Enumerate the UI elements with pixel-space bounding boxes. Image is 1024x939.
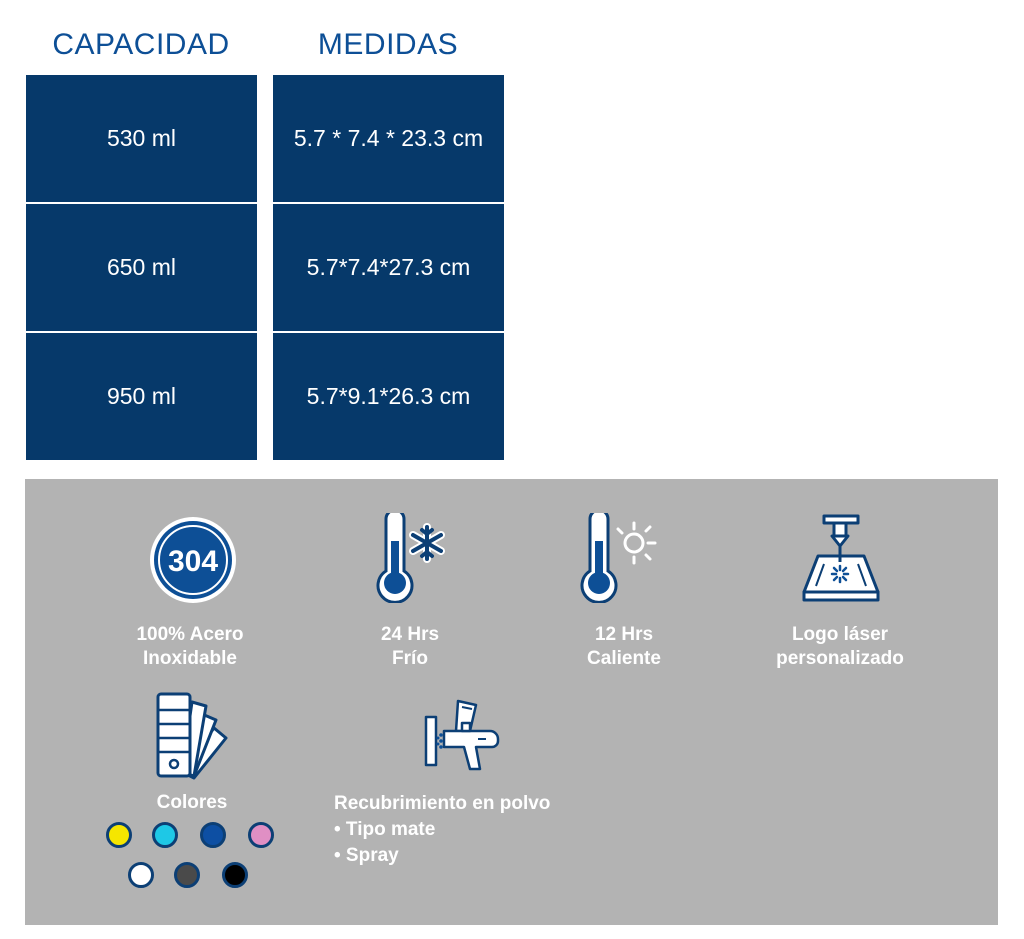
color-swatch-white bbox=[128, 862, 154, 888]
color-swatch-yellow bbox=[106, 822, 132, 848]
measures-cell: 5.7*9.1*26.3 cm bbox=[273, 333, 504, 460]
capacity-cell: 530 ml bbox=[26, 75, 257, 202]
powder-coating-text: Recubrimiento en polvo • Tipo mate • Spr… bbox=[334, 791, 550, 869]
measures-header: MEDIDAS bbox=[317, 28, 459, 61]
badge-text: 304 bbox=[168, 545, 218, 578]
measures-cell: 5.7*7.4*27.3 cm bbox=[273, 204, 504, 331]
powder-item: • Spray bbox=[334, 845, 399, 866]
color-swatch-fan-icon bbox=[156, 692, 228, 780]
powder-title: Recubrimiento en polvo bbox=[334, 793, 551, 814]
steel-304-badge-icon: 304 bbox=[150, 517, 236, 603]
color-swatch-gray bbox=[174, 862, 200, 888]
color-swatch-cyan bbox=[152, 822, 178, 848]
color-swatch-pink bbox=[248, 822, 274, 848]
capacity-cell: 950 ml bbox=[26, 333, 257, 460]
measures-cell: 5.7 * 7.4 * 23.3 cm bbox=[273, 75, 504, 202]
powder-item: • Tipo mate bbox=[334, 819, 436, 840]
thermometer-hot-icon bbox=[580, 513, 657, 603]
thermometer-cold-icon bbox=[376, 513, 445, 603]
capacity-cell: 650 ml bbox=[26, 204, 257, 331]
color-swatch-blue bbox=[200, 822, 226, 848]
feature-label-colors: Colores bbox=[156, 792, 228, 813]
laser-engraving-icon bbox=[802, 514, 880, 602]
capacity-header: CAPACIDAD bbox=[52, 28, 230, 61]
color-swatch-black bbox=[222, 862, 248, 888]
spray-gun-icon bbox=[424, 699, 500, 771]
